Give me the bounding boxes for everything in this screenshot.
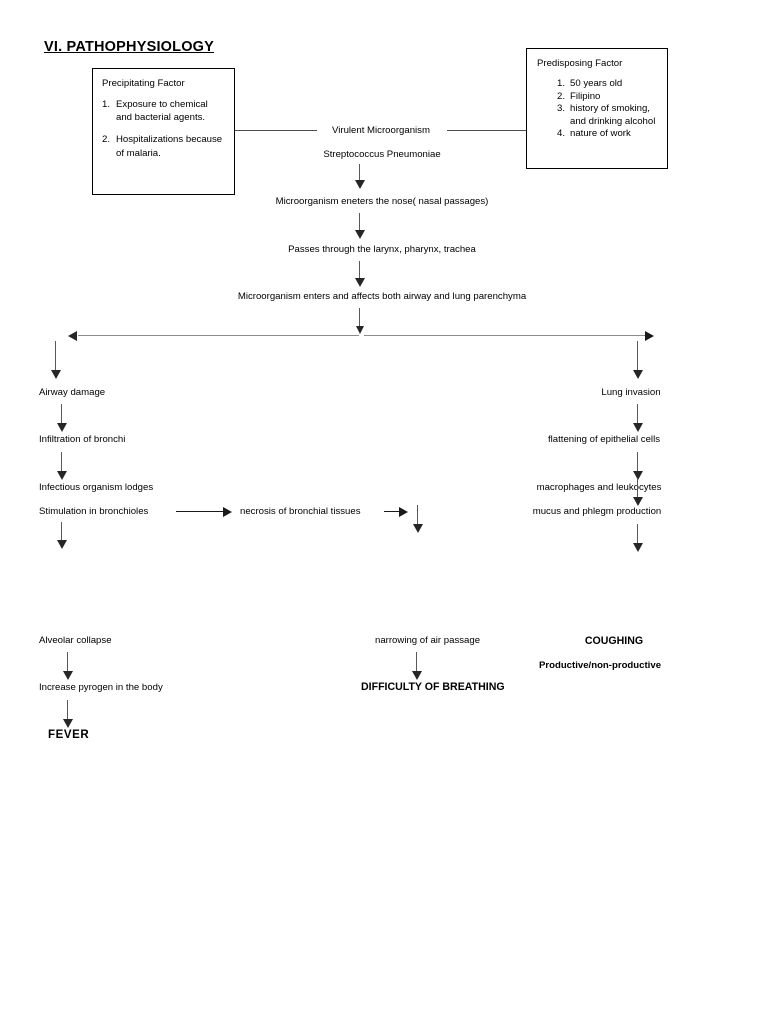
list-item: 2. Hospitalizations because of malaria. — [102, 133, 225, 159]
arrow-head-alveolar-to-pyrogen — [63, 671, 73, 680]
precipitating-factor-heading: Precipitating Factor — [102, 78, 185, 89]
arrow-line-stimulation-to-necrosis — [176, 511, 224, 513]
list-item-text: nature of work — [570, 128, 631, 140]
list-item-number: 1. — [557, 78, 566, 89]
arrow-head-airway-to-infiltration — [57, 423, 67, 432]
list-item: 1. Exposure to chemical and bacterial ag… — [102, 98, 225, 124]
arrow-head-macrophages-to-mucus — [633, 497, 643, 506]
node-productive-non-productive: Productive/non-productive — [538, 660, 662, 671]
page-title: VI. PATHOPHYSIOLOGY — [44, 39, 215, 55]
arrow-line-stimulation-to-alveolar-collapse — [61, 522, 63, 541]
node-virulent-microorganism: Virulent Microorganism — [332, 125, 430, 136]
arrow-line-airway-to-infiltration — [61, 404, 63, 424]
connector-precipitating-to-virulent — [235, 130, 317, 132]
list-item-text: history of smoking, and drinking alcohol — [570, 103, 656, 127]
list-item-number: 3. — [557, 103, 566, 115]
arrow-head-mucus-to-coughing — [633, 543, 643, 552]
arrow-line-mucus-to-coughing — [637, 524, 639, 544]
arrow-head-stimulation-to-necrosis — [223, 507, 232, 517]
arrow-line-flattening-to-macrophages — [637, 452, 639, 472]
node-necrosis-of-bronchial-tissues: necrosis of bronchial tissues — [240, 506, 361, 517]
arrow-line-narrowing-to-difficulty — [416, 652, 418, 672]
split-bar-left-arrowhead — [68, 331, 77, 341]
arrow-line-necrosis-to-narrowing — [417, 505, 419, 525]
arrow-line-larynx-to-parenchyma — [359, 261, 361, 279]
arrow-head-infiltration-to-lodges — [57, 471, 67, 480]
list-item: 2. Filipino — [557, 91, 658, 104]
arrow-head-flattening-to-macrophages — [633, 471, 643, 480]
node-lung-invasion: Lung invasion — [601, 387, 661, 398]
predisposing-factor-heading: Predisposing Factor — [537, 58, 623, 69]
arrow-head-pyrogen-to-fever — [63, 719, 73, 728]
arrow-head-necrosis-to-narrowing — [413, 524, 423, 533]
node-streptococcus-pneumoniae: Streptococcus Pneumoniae — [323, 149, 441, 160]
node-microorganism-enters-nose: Microorganism eneters the nose( nasal pa… — [275, 196, 489, 207]
arrow-line-infiltration-to-lodges — [61, 452, 63, 472]
node-enters-airway-and-lung-parenchyma: Microorganism enters and affects both ai… — [237, 291, 527, 302]
arrow-line-alveolar-to-pyrogen — [67, 652, 69, 672]
arrow-line-nose-to-larynx — [359, 213, 361, 231]
connector-predisposing-to-virulent — [447, 130, 526, 132]
list-item-number: 2. — [557, 90, 566, 102]
arrow-head-split-to-lung-invasion — [633, 370, 643, 379]
arrow-head-necrosis-onward — [399, 507, 408, 517]
node-infectious-organism-lodges: Infectious organism lodges — [39, 482, 154, 493]
arrow-head-split-to-airway-damage — [51, 370, 61, 379]
arrow-head-stimulation-to-alveolar-collapse — [57, 540, 67, 549]
node-airway-damage: Airway damage — [39, 387, 106, 398]
predisposing-factor-list: 1. 50 years old 2. Filipino 3. history o… — [537, 78, 658, 141]
arrow-head-larynx-to-parenchyma — [355, 278, 365, 287]
node-coughing: COUGHING — [584, 635, 644, 647]
node-difficulty-of-breathing: DIFFICULTY OF BREATHING — [361, 681, 505, 693]
arrow-line-split-to-airway-damage — [55, 341, 57, 371]
list-item: 4. nature of work — [557, 128, 658, 141]
list-item-text: Hospitalizations because of malaria. — [116, 134, 223, 159]
arrow-line-macrophages-to-mucus — [637, 478, 639, 498]
precipitating-factor-box: Precipitating Factor 1. Exposure to chem… — [92, 68, 235, 195]
node-mucus-and-phlegm-production: mucus and phlegm production — [532, 506, 662, 517]
predisposing-factor-box: Predisposing Factor 1. 50 years old 2. F… — [526, 48, 668, 169]
arrow-head-lung-invasion-to-flattening — [633, 423, 643, 432]
node-infiltration-of-bronchi: Infiltration of bronchi — [39, 434, 126, 445]
node-alveolar-collapse: Alveolar collapse — [39, 635, 112, 646]
node-passes-through-larynx: Passes through the larynx, pharynx, trac… — [288, 244, 476, 255]
node-stimulation-in-bronchioles: Stimulation in bronchioles — [39, 506, 149, 517]
arrow-head-organism-to-nose — [355, 180, 365, 189]
node-narrowing-of-air-passage: narrowing of air passage — [375, 635, 481, 646]
arrow-line-organism-to-nose — [359, 164, 361, 181]
node-macrophages-and-leukocytes: macrophages and leukocytes — [536, 482, 662, 493]
split-bar-right-arrowhead — [645, 331, 654, 341]
list-item-number: 2. — [102, 134, 111, 146]
arrow-line-parenchyma-to-split — [359, 308, 361, 327]
node-increase-pyrogen: Increase pyrogen in the body — [39, 682, 163, 693]
arrow-head-parenchyma-to-split — [356, 326, 364, 334]
list-item-text: 50 years old — [570, 78, 623, 89]
list-item: 3. history of smoking, and drinking alco… — [557, 103, 658, 128]
list-item: 1. 50 years old — [557, 78, 658, 91]
list-item-number: 4. — [557, 128, 566, 140]
arrow-line-split-to-lung-invasion — [637, 341, 639, 371]
node-flattening-of-epithelial-cells: flattening of epithelial cells — [548, 434, 660, 445]
arrow-line-necrosis-onward — [384, 511, 401, 513]
split-bar-right-segment — [364, 335, 645, 337]
arrow-head-nose-to-larynx — [355, 230, 365, 239]
list-item-text: Filipino — [570, 90, 601, 102]
node-fever: FEVER — [48, 729, 90, 741]
list-item-number: 1. — [102, 99, 111, 110]
arrow-line-lung-invasion-to-flattening — [637, 404, 639, 424]
arrow-head-narrowing-to-difficulty — [412, 671, 422, 680]
split-bar-left-segment — [78, 335, 359, 337]
arrow-line-pyrogen-to-fever — [67, 700, 69, 720]
list-item-text: Exposure to chemical and bacterial agent… — [116, 99, 208, 124]
precipitating-factor-list: 1. Exposure to chemical and bacterial ag… — [102, 98, 225, 160]
